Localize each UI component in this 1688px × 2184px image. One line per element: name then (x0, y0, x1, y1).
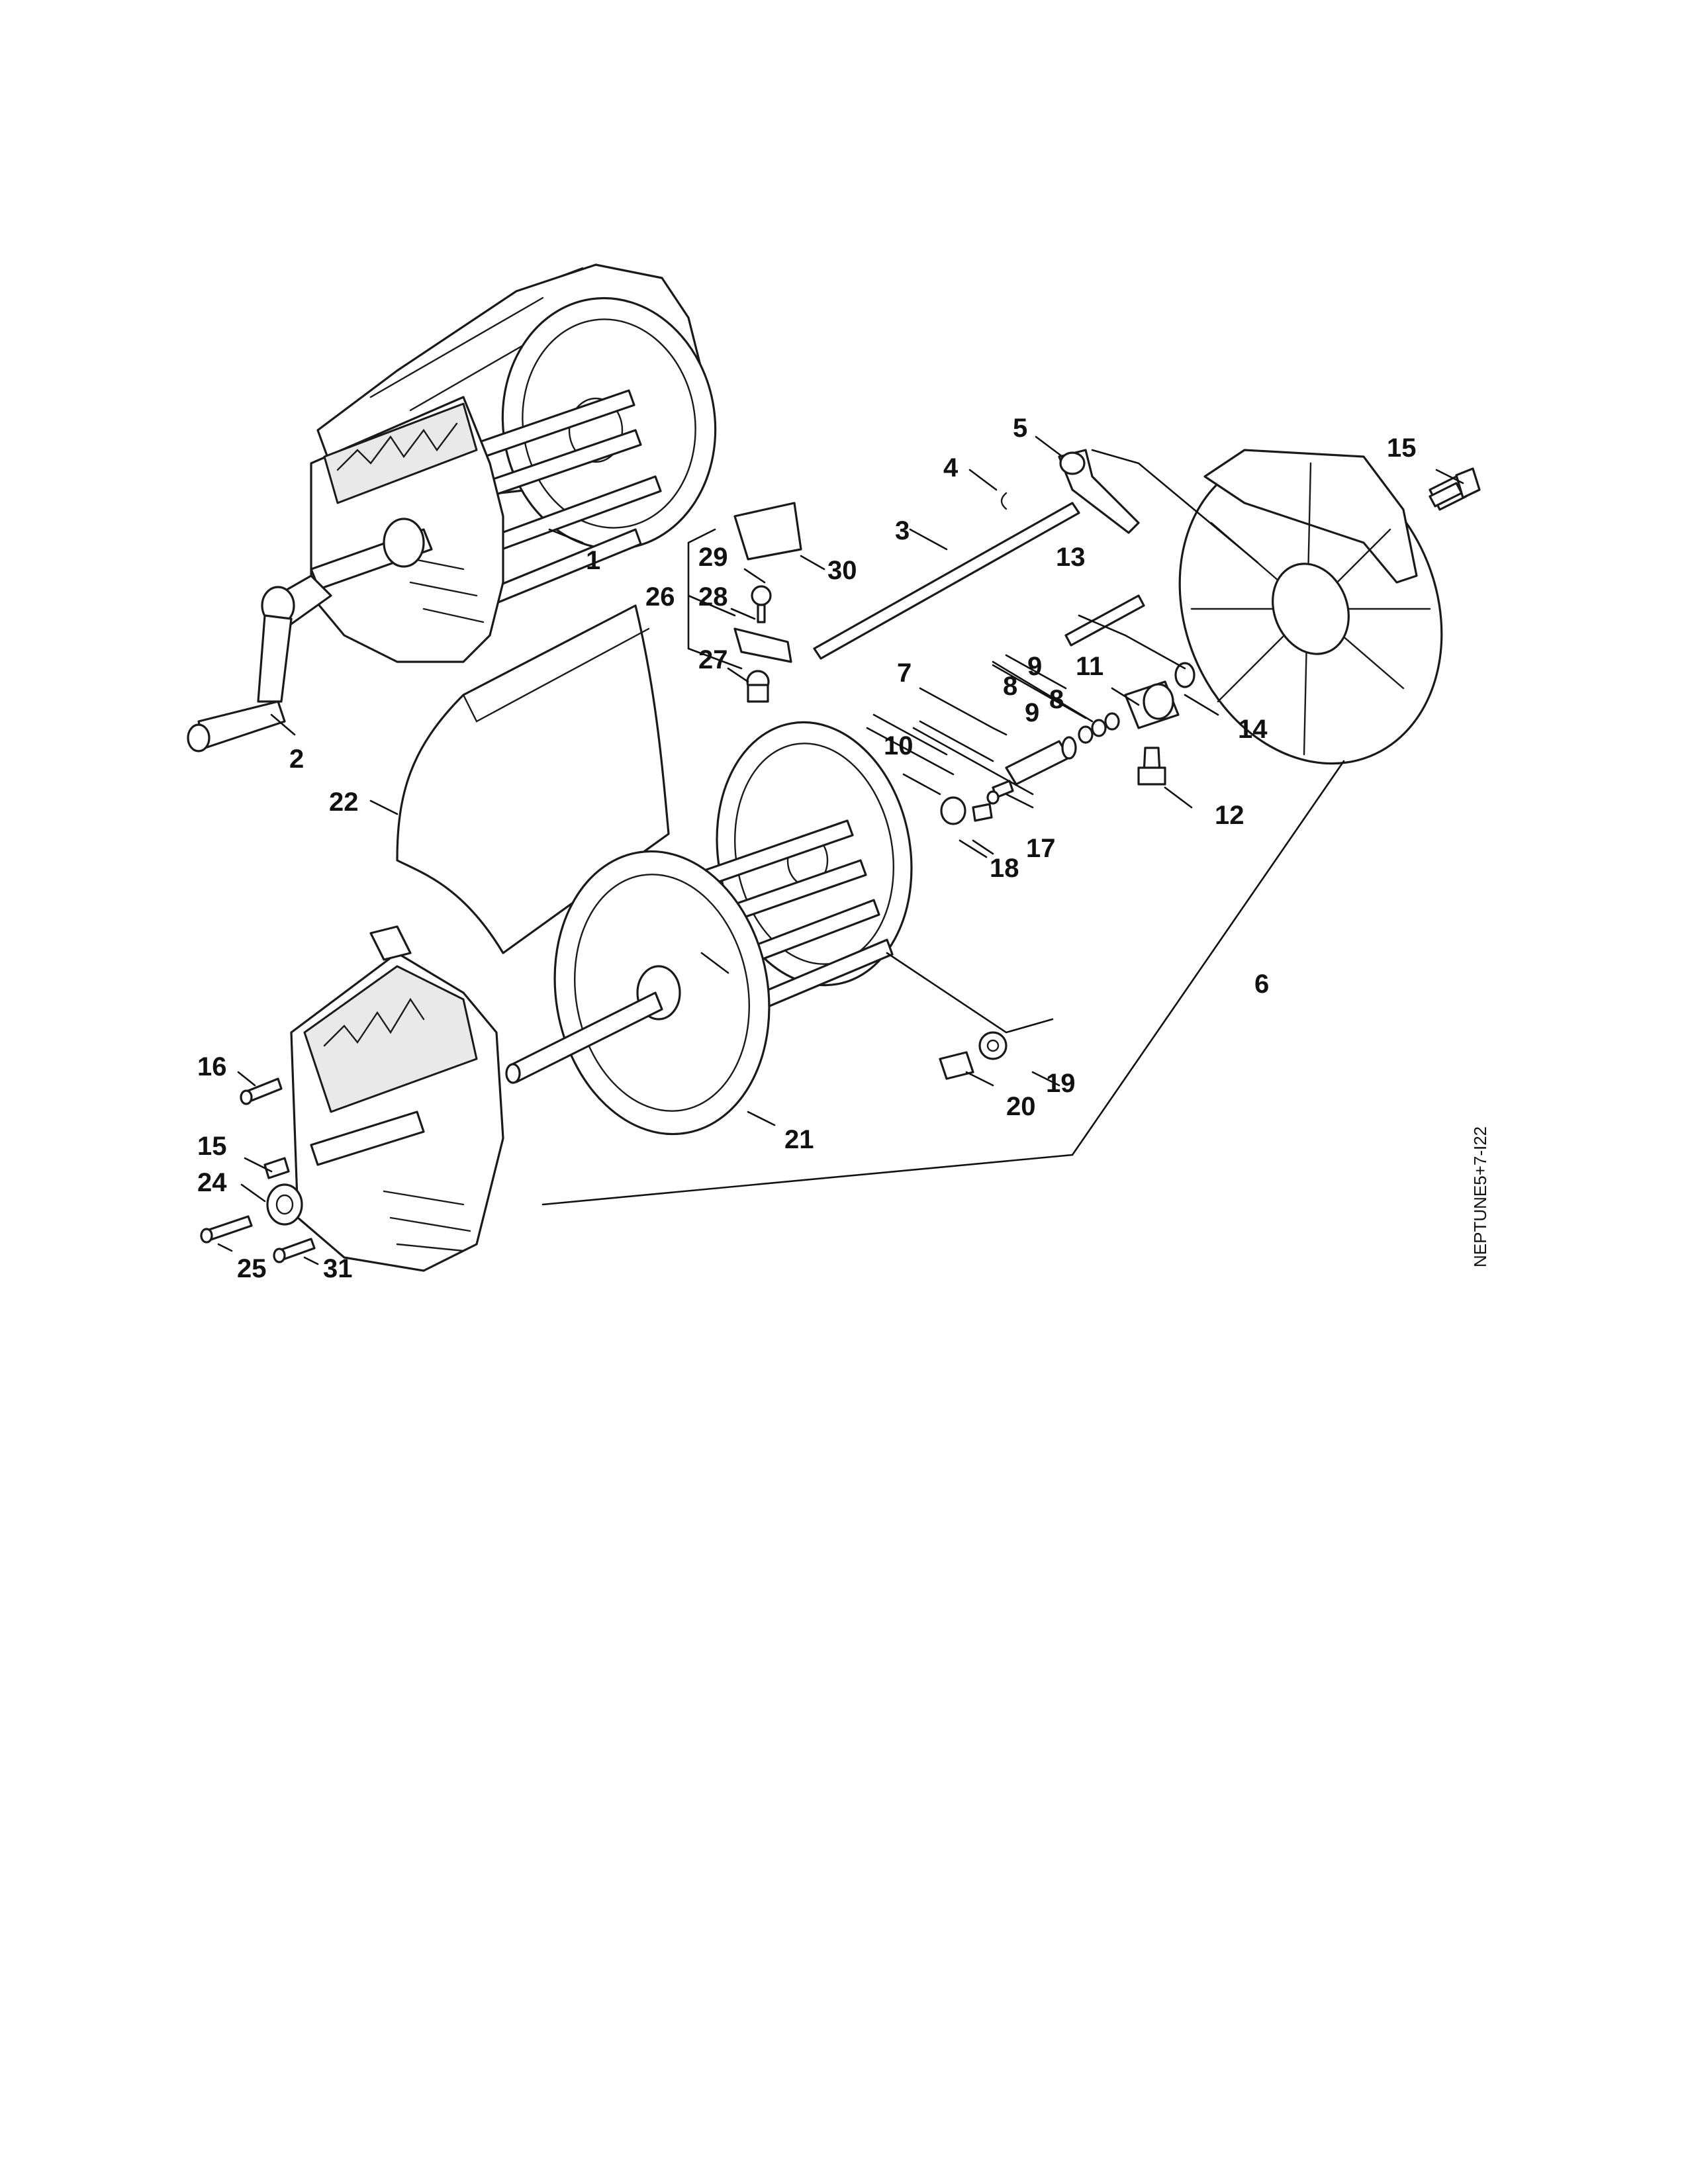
fitting-group (940, 594, 1196, 825)
callout-27: 27 (698, 645, 728, 674)
shaft-and-lever (813, 449, 1140, 660)
callout-7: 7 (897, 659, 912, 688)
callout-28: 28 (698, 582, 728, 612)
callout-26: 26 (645, 582, 675, 612)
callout-24: 24 (197, 1168, 227, 1197)
reel-assembly-upper (187, 263, 717, 752)
callout-12: 12 (1215, 801, 1244, 830)
callout-25: 25 (237, 1254, 267, 1283)
callout-5: 5 (1013, 414, 1027, 443)
leader-lines (217, 435, 1464, 1265)
callout-8b: 8 (1049, 685, 1064, 714)
side-housing-right (1178, 449, 1468, 765)
callout-15a: 15 (1387, 433, 1417, 463)
callout-8a: 8 (1003, 672, 1017, 701)
callout-22: 22 (329, 788, 359, 817)
callout-18: 18 (990, 854, 1019, 883)
sheet-guard (396, 604, 670, 954)
fasteners-lower-left (200, 1077, 316, 1263)
callout-14: 14 (1238, 715, 1268, 744)
callout-15b: 15 (197, 1132, 227, 1161)
callout-21: 21 (784, 1125, 814, 1154)
callout-31: 31 (323, 1254, 353, 1283)
callout-9a: 9 (1027, 652, 1042, 681)
callout-4: 4 (943, 453, 959, 482)
drawing-code: NEPTUNE5+7-I22 (1470, 1126, 1490, 1267)
callout-10: 10 (884, 731, 914, 760)
drum-reel (505, 721, 913, 1136)
callout-19: 19 (1046, 1069, 1076, 1098)
nipple-and-washer (939, 1031, 1008, 1080)
callout-labels: 1 2 3 4 5 6 7 8 8 9 9 10 11 12 13 14 15 … (197, 414, 1417, 1283)
callout-2: 2 (289, 745, 304, 774)
callout-29: 29 (698, 543, 728, 572)
callout-13: 13 (1056, 543, 1086, 572)
callout-30: 30 (827, 556, 857, 585)
callout-9b: 9 (1025, 698, 1039, 727)
callout-17: 17 (1026, 834, 1056, 863)
coupling-set (733, 502, 802, 703)
callout-6: 6 (1254, 970, 1269, 999)
callout-16: 16 (197, 1052, 227, 1081)
side-housing-left (290, 925, 504, 1272)
callout-20: 20 (1006, 1092, 1036, 1121)
bolt-15-top (1429, 467, 1481, 508)
callout-3: 3 (895, 516, 910, 545)
callout-1: 1 (586, 546, 600, 575)
callout-11: 11 (1076, 652, 1103, 681)
